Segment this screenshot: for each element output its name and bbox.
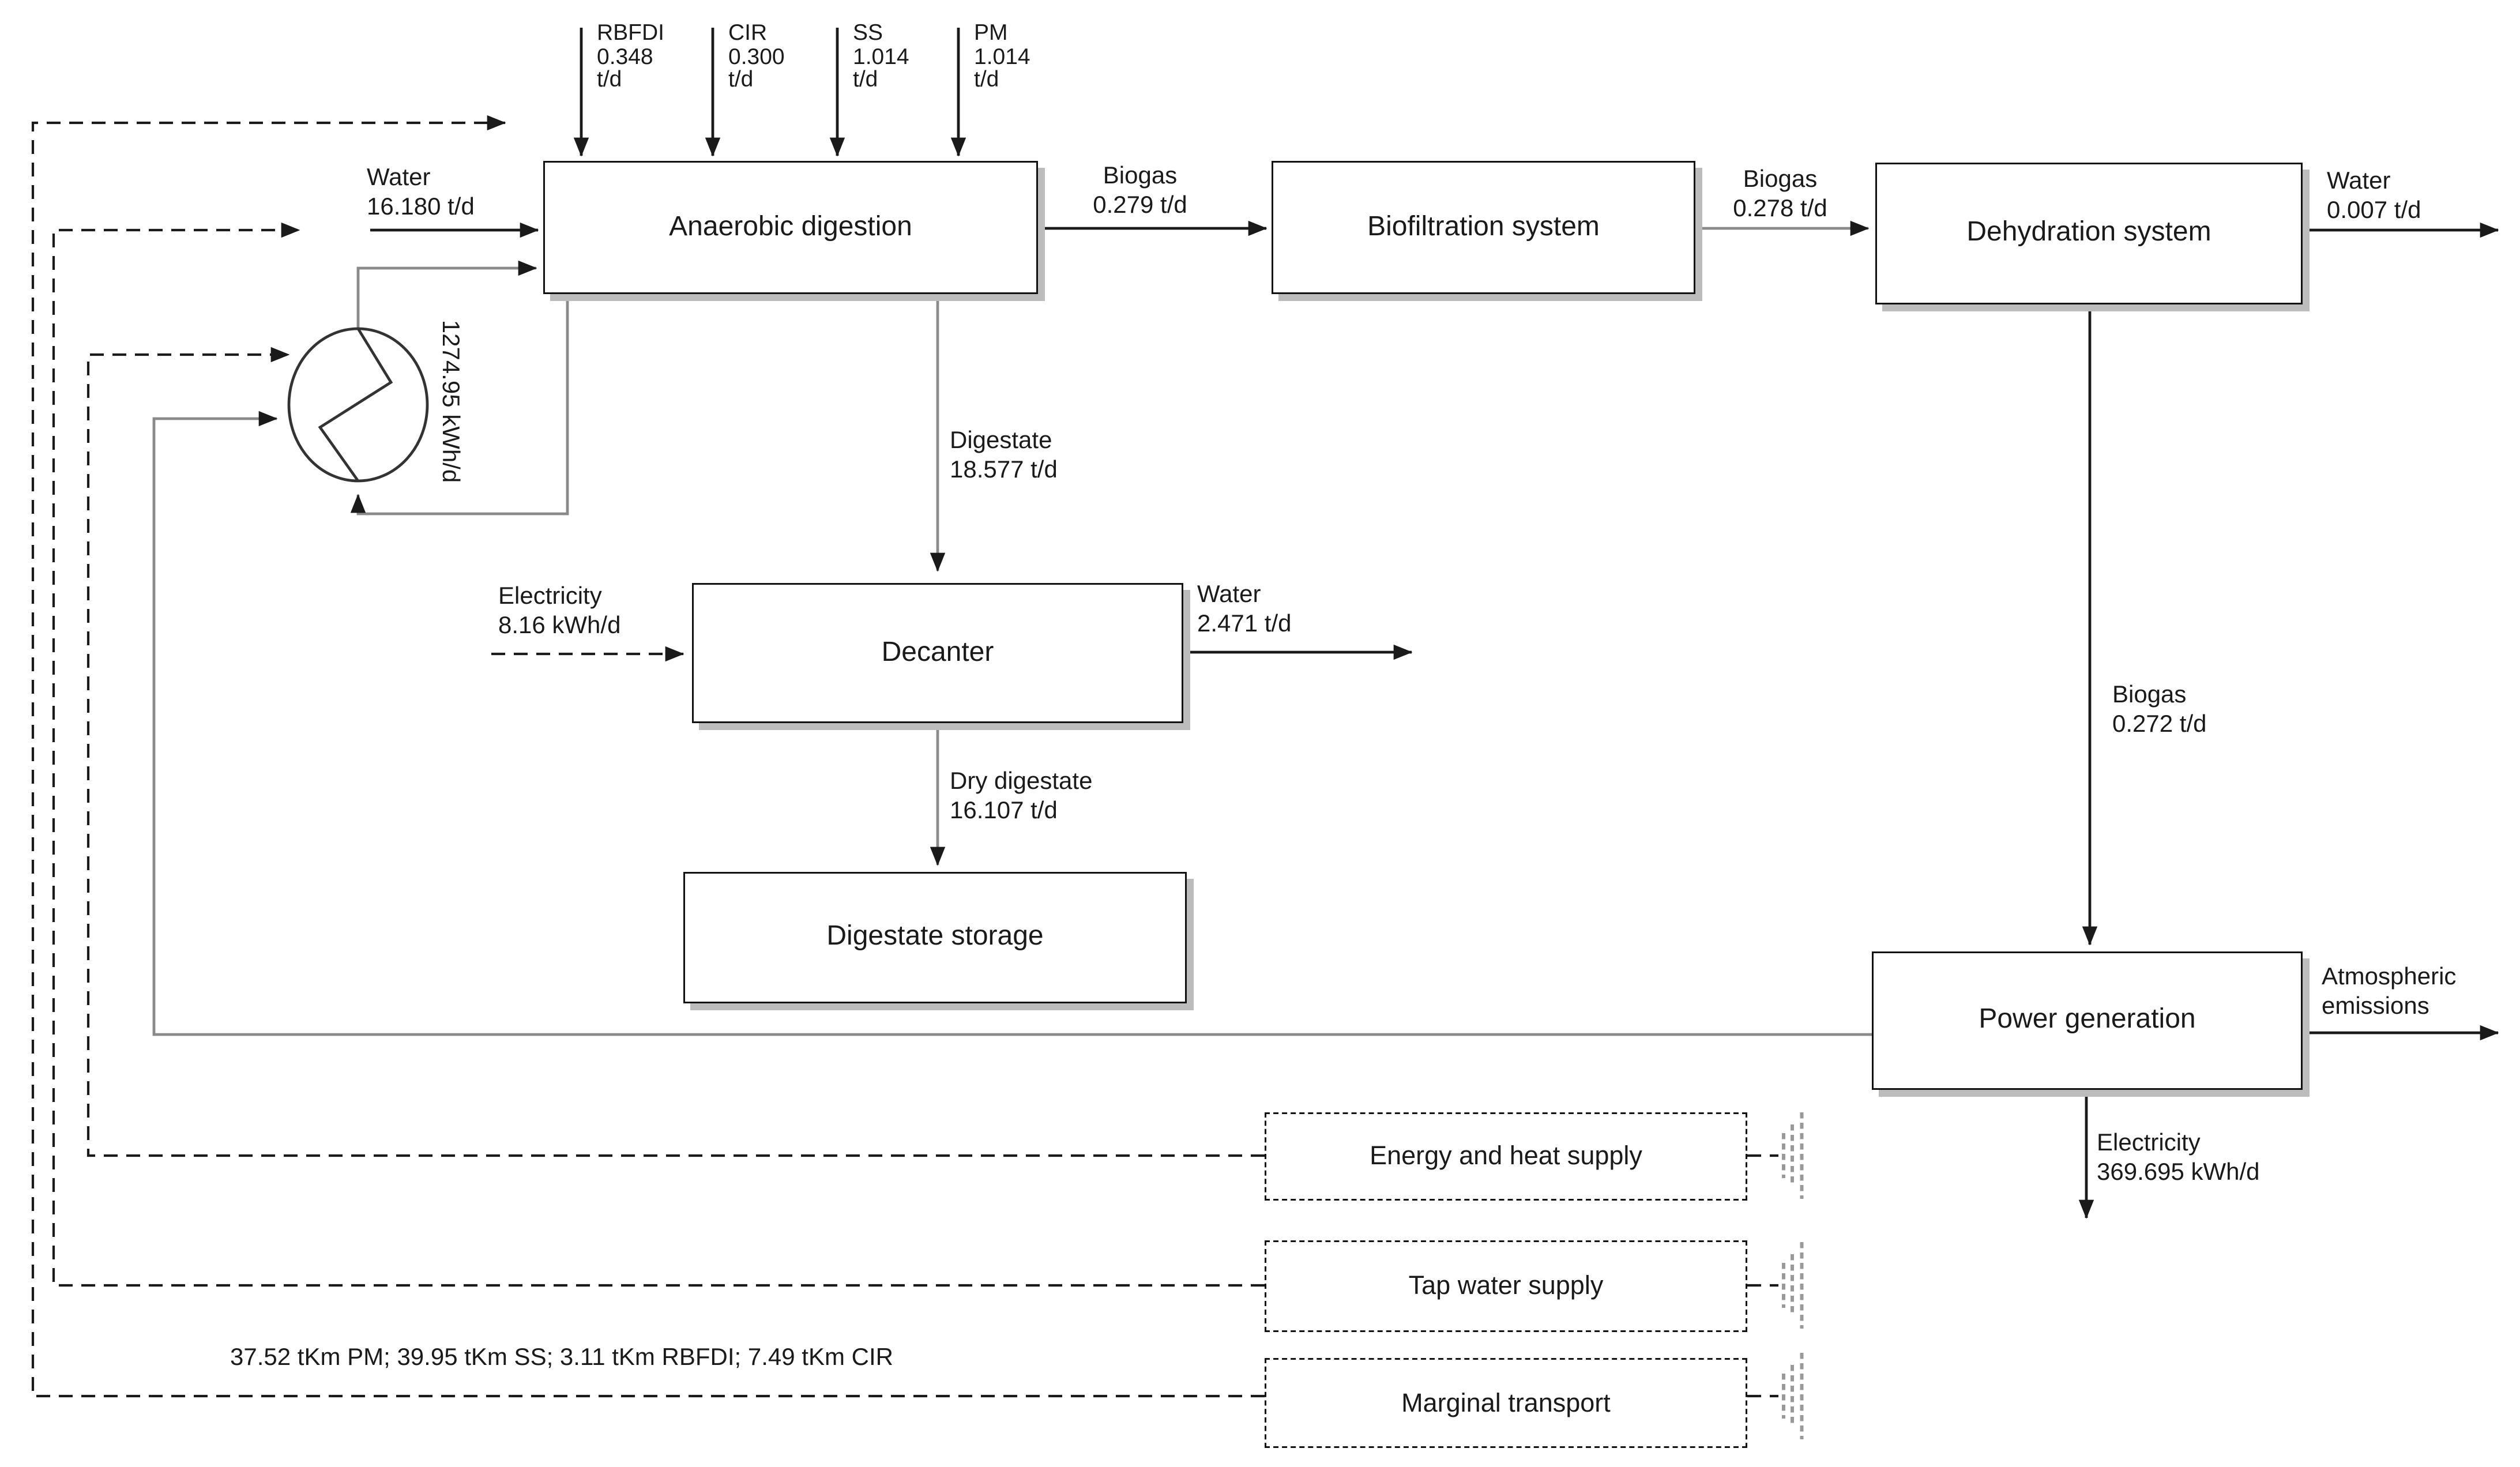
- label-biogas-to-power: Biogas 0.272 t/d: [2112, 680, 2207, 738]
- label-line: 369.695 kWh/d: [2097, 1157, 2260, 1185]
- node-label: Decanter: [881, 637, 994, 667]
- label-line: Biogas: [1743, 164, 1818, 192]
- label-line: Electricity: [2097, 1128, 2201, 1156]
- tap-water-line: [52, 222, 1265, 1287]
- label-ss-input: SS 1.014 t/d: [853, 21, 909, 92]
- label-pm-input: PM 1.014 t/d: [974, 21, 1030, 92]
- node-energy-and-heat-supply: Energy and heat supply: [1265, 1112, 1747, 1201]
- label-line: 16.107 t/d: [950, 795, 1058, 823]
- label-heat-exchanger-duty: 1274.95 kWh/d: [438, 320, 465, 483]
- label-line: Electricity: [498, 581, 602, 609]
- node-label: Biofiltration system: [1367, 212, 1600, 242]
- heat-exchanger-circle: [287, 327, 429, 483]
- heat-exchanger-to-digester-line: [356, 260, 537, 329]
- label-line: CIR: [728, 19, 768, 45]
- node-label: Tap water supply: [1408, 1272, 1604, 1301]
- label-line: 2.471 t/d: [1197, 608, 1292, 637]
- label-line: 0.279 t/d: [1093, 190, 1187, 218]
- node-dehydration-system: Dehydration system: [1875, 163, 2303, 304]
- label-line: 1274.95 kWh/d: [438, 319, 465, 483]
- label-line: t/d: [853, 66, 878, 92]
- label-line: SS: [853, 19, 883, 45]
- label-water-from-dehydration: Water 0.007 t/d: [2327, 166, 2421, 224]
- feed-input-arrows: [573, 28, 966, 157]
- digester-loop-out-line: [350, 294, 569, 516]
- node-tap-water-supply: Tap water supply: [1265, 1240, 1747, 1332]
- node-label: Energy and heat supply: [1370, 1142, 1642, 1171]
- label-line: Water: [367, 163, 431, 190]
- label-line: Biogas: [2112, 680, 2187, 708]
- heat-exchanger-zigzag: [318, 328, 393, 482]
- label-line: 8.16 kWh/d: [498, 610, 621, 638]
- node-biofiltration-system: Biofiltration system: [1272, 161, 1695, 294]
- label-biogas-to-dehydration: Biogas 0.278 t/d: [1694, 164, 1867, 223]
- node-label: Digestate storage: [826, 922, 1044, 951]
- gray-stream-arrows: [152, 220, 1872, 1036]
- label-digestate: Digestate 18.577 t/d: [950, 426, 1058, 484]
- heat-exchanger-symbol: [287, 327, 429, 483]
- label-line: 0.007 t/d: [2327, 195, 2421, 223]
- label-biogas-to-biofiltration: Biogas 0.279 t/d: [1054, 161, 1227, 219]
- label-line: t/d: [597, 66, 622, 92]
- label-line: 18.577 t/d: [950, 454, 1058, 483]
- energy-supply-line: [86, 347, 1265, 1157]
- node-label: Dehydration system: [1966, 218, 2211, 247]
- node-anaerobic-digestion: Anaerobic digestion: [543, 161, 1038, 294]
- node-marginal-transport: Marginal transport: [1265, 1358, 1747, 1448]
- label-line: t/d: [728, 66, 754, 92]
- dashed-supply-lines: [31, 115, 1778, 1398]
- node-digestate-storage: Digestate storage: [683, 872, 1187, 1003]
- label-line: 16.180 t/d: [367, 191, 475, 220]
- node-label: Anaerobic digestion: [669, 212, 912, 242]
- stream-arrows: [370, 220, 2499, 1219]
- label-line: PM: [974, 19, 1008, 45]
- label-atmospheric-emissions: Atmospheric emissions: [2322, 962, 2456, 1020]
- node-decanter: Decanter: [692, 583, 1183, 723]
- label-line: Water: [2327, 166, 2391, 194]
- label-line: Water: [1197, 580, 1261, 607]
- label-line: 1.014: [974, 42, 1030, 69]
- label-cir-input: CIR 0.300 t/d: [728, 21, 785, 92]
- marginal-transport-line: [31, 115, 1265, 1398]
- label-line: 1.014: [853, 42, 909, 69]
- label-electricity-output: Electricity 369.695 kWh/d: [2097, 1128, 2260, 1186]
- boundary-fray-marks: [1782, 1112, 1804, 1439]
- label-line: Atmospheric: [2322, 962, 2457, 990]
- label-line: emissions: [2322, 991, 2429, 1019]
- label-rbfdi-input: RBFDI 0.348 t/d: [597, 21, 664, 92]
- node-label: Power generation: [1979, 1005, 2196, 1035]
- label-dry-digestate: Dry digestate 16.107 t/d: [950, 766, 1092, 825]
- label-line: Digestate: [950, 426, 1052, 453]
- label-line: 0.278 t/d: [1733, 193, 1827, 221]
- label-transport-note: 37.52 tKm PM; 39.95 tKm SS; 3.11 tKm RBF…: [230, 1342, 893, 1370]
- node-power-generation: Power generation: [1872, 951, 2303, 1090]
- node-label: Marginal transport: [1401, 1388, 1611, 1418]
- power-to-heat-exchanger-line: [152, 411, 1872, 1036]
- label-water-in: Water 16.180 t/d: [367, 163, 475, 221]
- label-line: 0.348: [597, 42, 653, 69]
- label-line: 0.272 t/d: [2112, 709, 2207, 737]
- label-water-from-decanter: Water 2.471 t/d: [1197, 580, 1292, 638]
- label-line: Dry digestate: [950, 766, 1093, 794]
- label-line: t/d: [974, 66, 999, 92]
- label-line: RBFDI: [597, 19, 664, 45]
- label-line: Biogas: [1103, 161, 1178, 189]
- label-electricity-to-decanter: Electricity 8.16 kWh/d: [498, 581, 620, 640]
- label-line: 0.300: [728, 42, 785, 69]
